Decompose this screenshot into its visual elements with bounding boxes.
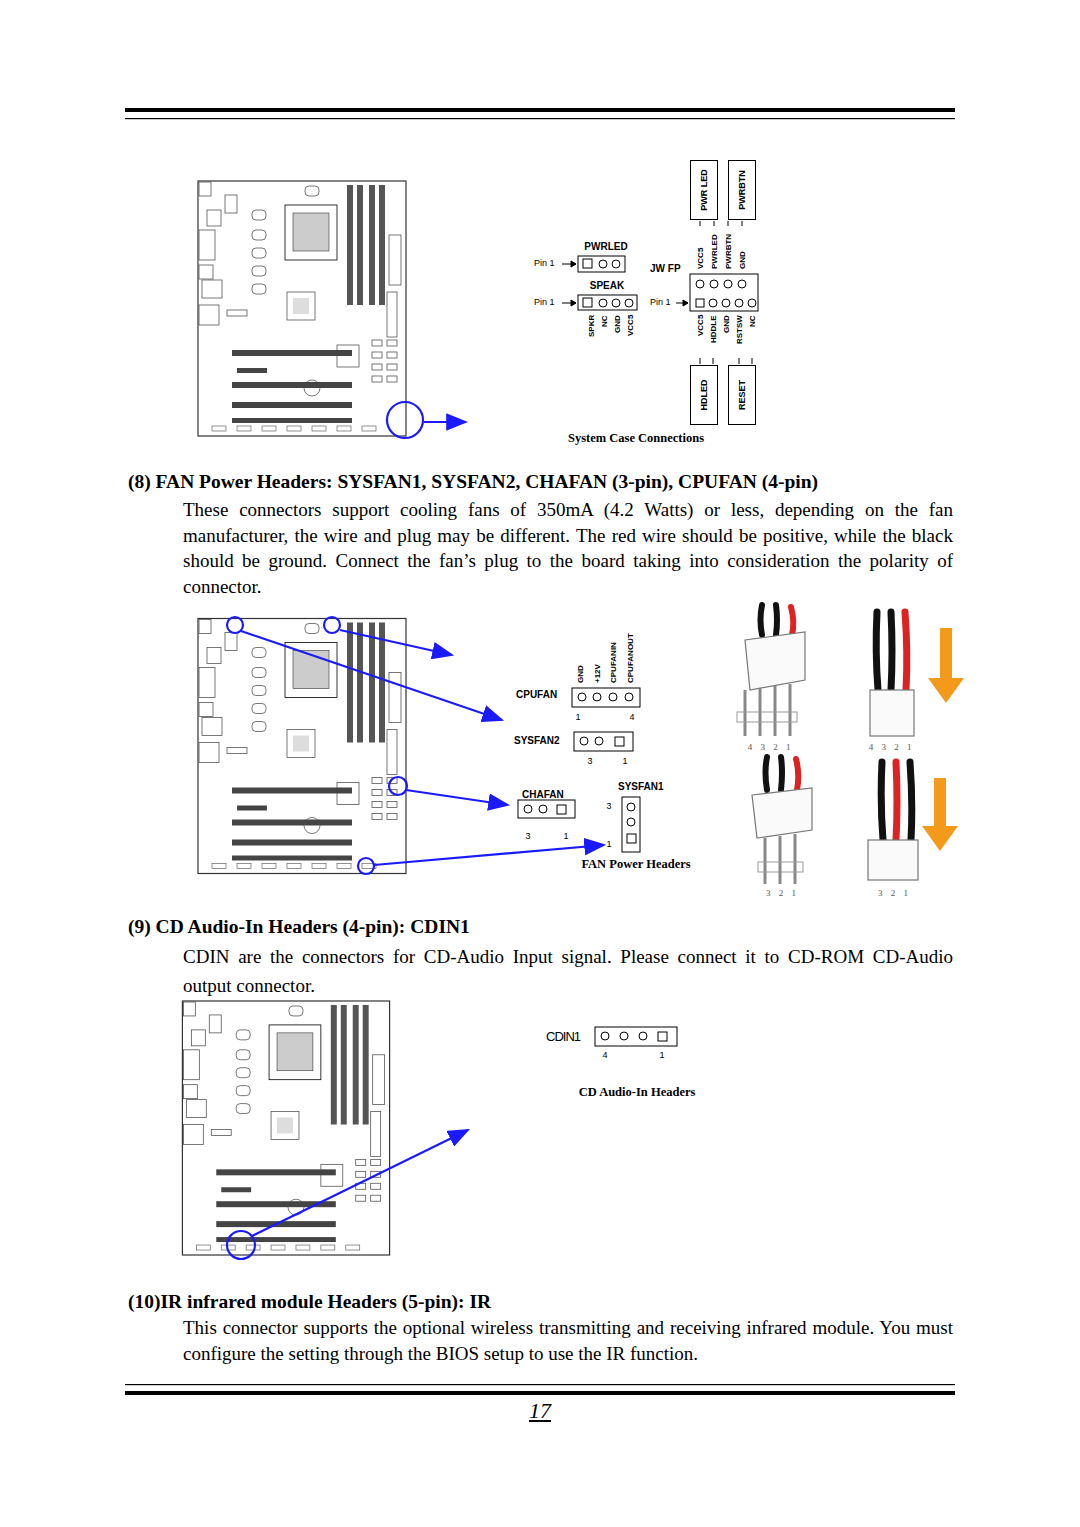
pin-label: SPEAK [590, 280, 624, 291]
pin-label: 3 [606, 801, 611, 811]
pin-label: VCC5 [696, 315, 705, 336]
connector-box: HDLED [690, 365, 718, 425]
pin-label: Pin 1 [534, 258, 555, 268]
section-heading: (8) FAN Power Headers: SYSFAN1, SYSFAN2,… [128, 471, 818, 493]
pin-label: System Case Connections [568, 431, 704, 446]
body-paragraph: CDIN are the connectors for CD-Audio Inp… [183, 943, 953, 1000]
pin-label: PWRBTN [724, 234, 733, 269]
pin-label: CDIN1 [546, 1029, 580, 1044]
pin-label: 3 [587, 756, 592, 766]
pin-label: 1 [622, 756, 627, 766]
pin-label: 1 [575, 712, 580, 722]
pin-label: 4 3 2 1 [869, 742, 912, 752]
pin-label: 1 [606, 839, 611, 849]
connector-box: RESET [728, 365, 756, 425]
pin-label: CPUFANOUT [626, 633, 635, 683]
pin-label: 4 [602, 1050, 607, 1060]
pin-label: 3 2 1 [878, 888, 908, 898]
connector-name: PWRBTN [737, 170, 747, 210]
pin-label: 1 [659, 1050, 664, 1060]
pin-label: HDDLE [709, 315, 718, 343]
body-paragraph: These connectors support cooling fans of… [183, 497, 953, 599]
connector-name: RESET [737, 380, 747, 410]
pin-label: 3 2 1 [766, 888, 796, 898]
pin-label: 3 [525, 831, 530, 841]
pin-label: JW FP [650, 263, 681, 274]
pin-label: CD Audio-In Headers [579, 1085, 696, 1100]
connector-name: PWR LED [699, 169, 709, 211]
pin-label: 4 [629, 712, 634, 722]
section-heading: (9) CD Audio-In Headers (4-pin): CDIN1 [128, 916, 470, 938]
pin-label: PWRLED [710, 234, 719, 269]
pin-label: GND [722, 315, 731, 333]
pin-label: GND [576, 665, 585, 683]
connector-box: PWR LED [690, 160, 718, 220]
pin-label: SYSFAN1 [618, 781, 664, 792]
pin-label: NC [600, 315, 609, 327]
pin-label: GND [738, 251, 747, 269]
pin-label: Pin 1 [650, 297, 671, 307]
pin-label: RSTSW [735, 315, 744, 344]
pin-label: FAN Power Headers [581, 857, 690, 872]
connector-name: HDLED [699, 380, 709, 411]
pin-label: CPUFANIN [609, 642, 618, 683]
pin-label: SPKR [587, 315, 596, 337]
pin-label: SYSFAN2 [514, 735, 560, 746]
body-paragraph: This connector supports the optional wir… [183, 1315, 953, 1366]
pin-label: NC [748, 315, 757, 327]
pin-label: 17 [529, 1398, 551, 1424]
pin-label: PWRLED [584, 241, 627, 252]
connector-box: PWRBTN [728, 160, 756, 220]
pin-label: +12V [593, 664, 602, 683]
section-heading: (10)IR infrared module Headers (5-pin): … [128, 1291, 491, 1313]
pin-label: CHAFAN [522, 789, 564, 800]
pin-label: GND [613, 315, 622, 333]
pin-label: 1 [563, 831, 568, 841]
pin-label: VCC5 [696, 248, 705, 269]
pin-label: 4 3 2 1 [748, 742, 791, 752]
pin-label: CPUFAN [516, 689, 557, 700]
pin-label: VCC5 [626, 315, 635, 336]
pin-label: Pin 1 [534, 297, 555, 307]
